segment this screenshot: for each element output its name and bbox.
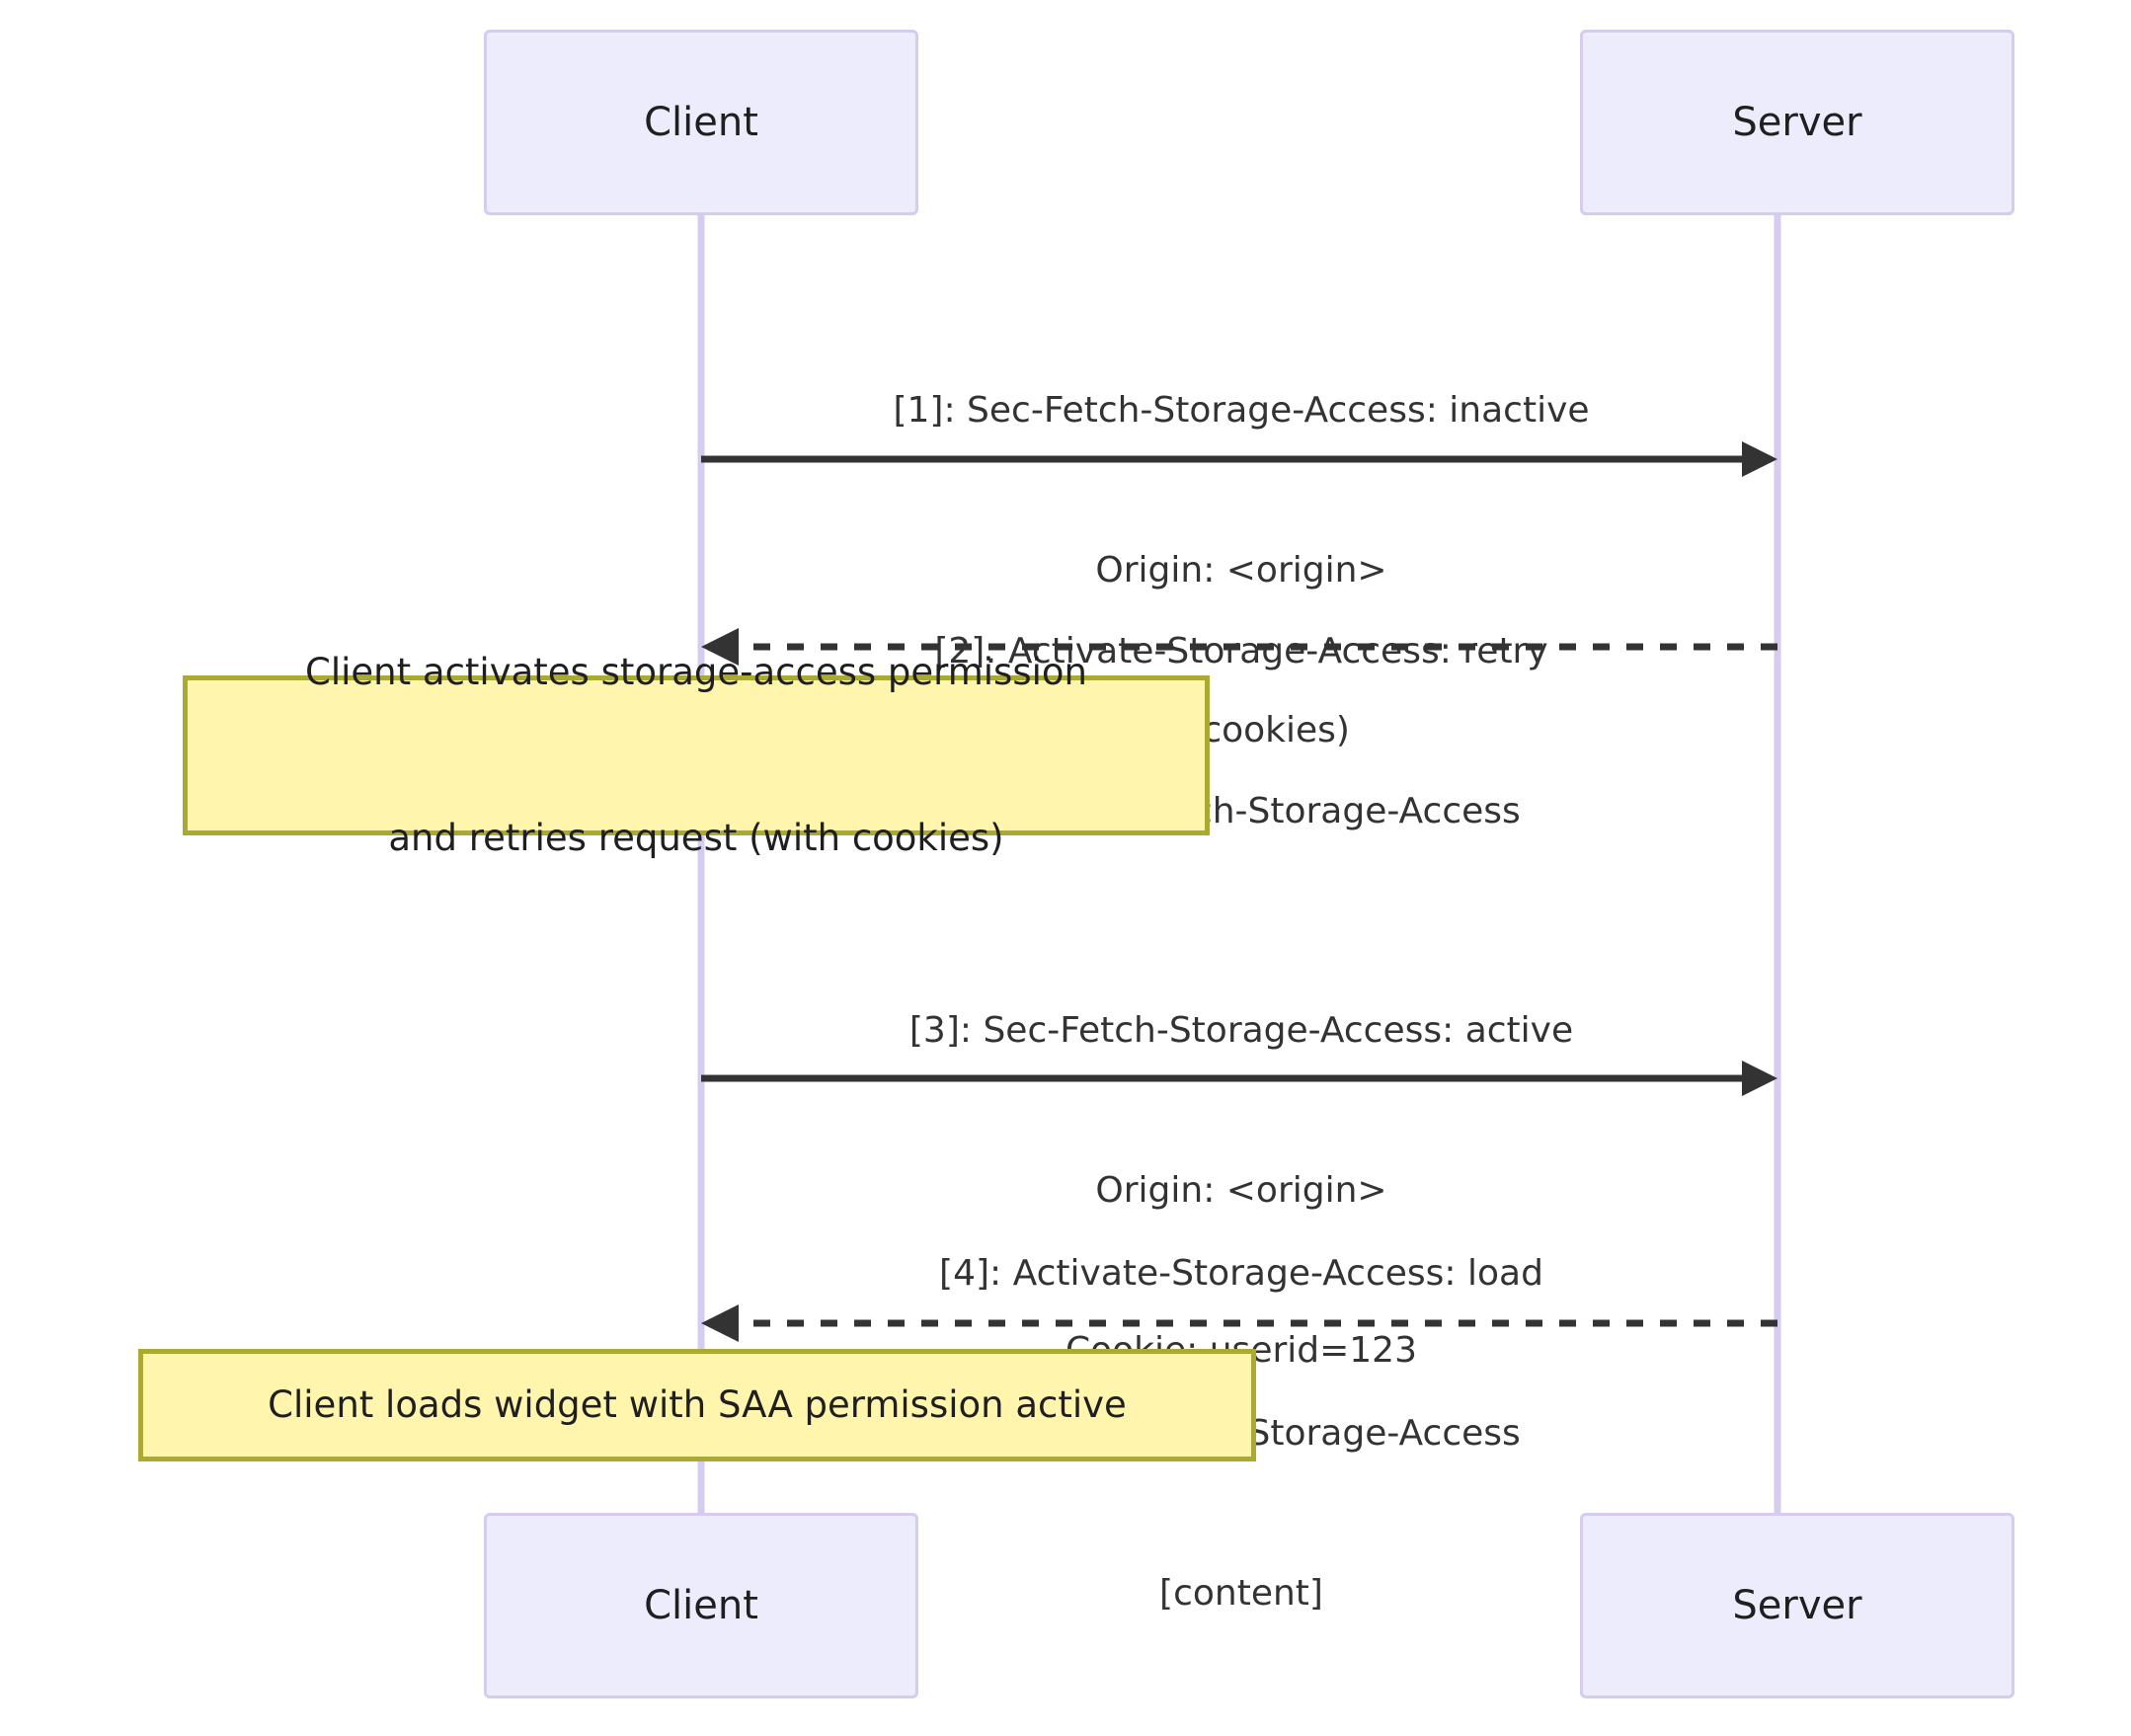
actor-footer-client-label: Client — [644, 1583, 758, 1628]
note-client-activates-permission: Client activates storage-access permissi… — [183, 651, 1210, 859]
actor-footer-server[interactable]: Server — [1580, 1513, 2014, 1698]
message-1-line-2: Origin: <origin> — [1095, 550, 1387, 591]
message-arrow-1 — [701, 441, 1777, 477]
actor-header-client[interactable]: Client — [484, 30, 918, 215]
message-3-line-2: Origin: <origin> — [1095, 1170, 1387, 1211]
note-client-loads-widget: Client loads widget with SAA permission … — [138, 1349, 1256, 1461]
message-arrow-4 — [701, 1304, 1777, 1342]
note-2-line-1: Client loads widget with SAA permission … — [268, 1383, 1127, 1426]
actor-header-server-label: Server — [1732, 100, 1862, 145]
actor-header-server[interactable]: Server — [1580, 30, 2014, 215]
note-2-text: Client loads widget with SAA permission … — [268, 1267, 1127, 1543]
message-4-line-1: [4]: Activate-Storage-Access: load — [939, 1253, 1543, 1294]
message-4-line-3: [content] — [1159, 1573, 1323, 1614]
actor-footer-server-label: Server — [1732, 1583, 1862, 1628]
note-1-line-1: Client activates storage-access permissi… — [305, 651, 1087, 693]
message-1-line-1: [1]: Sec-Fetch-Storage-Access: inactive — [893, 390, 1590, 431]
actor-header-client-label: Client — [644, 100, 758, 145]
message-arrow-2 — [701, 628, 1777, 666]
message-3-text: [3]: Sec-Fetch-Storage-Access: active Or… — [703, 898, 1779, 1484]
message-3-line-1: [3]: Sec-Fetch-Storage-Access: active — [908, 1010, 1574, 1051]
message-arrow-3 — [701, 1061, 1777, 1096]
message-1-text: [1]: Sec-Fetch-Storage-Access: inactive … — [703, 277, 1779, 864]
note-1-text: Client activates storage-access permissi… — [305, 534, 1087, 977]
note-1-line-2: and retries request (with cookies) — [388, 817, 1004, 859]
message-2-line-1: [2]: Activate-Storage-Access: retry — [934, 631, 1548, 671]
actor-footer-client[interactable]: Client — [484, 1513, 918, 1698]
